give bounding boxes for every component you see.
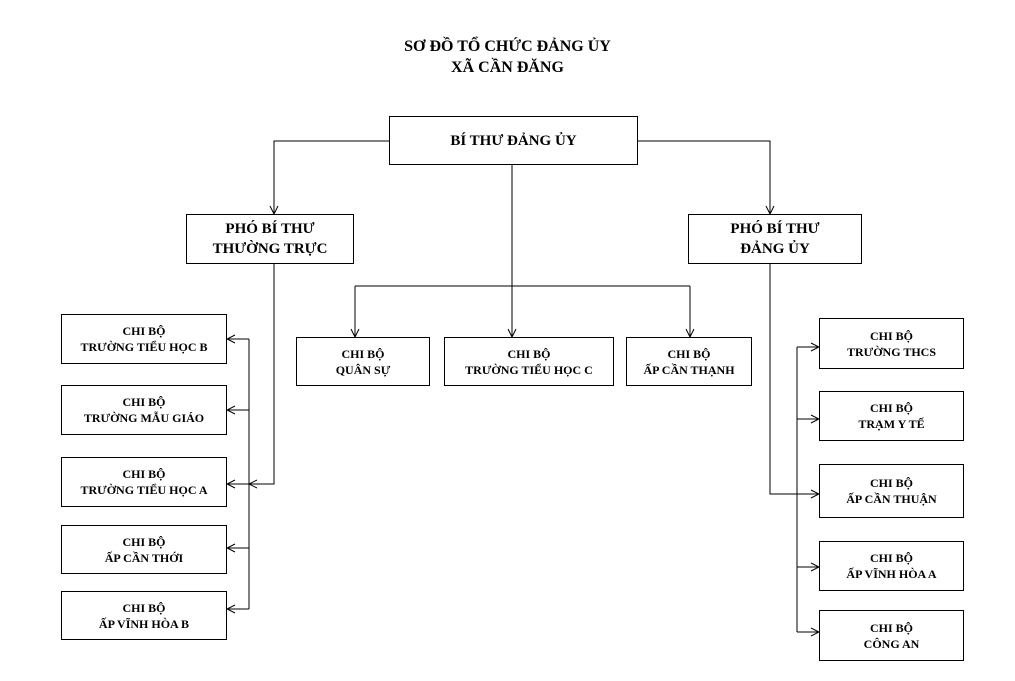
branch-line2: TRƯỜNG TIỂU HỌC B bbox=[80, 340, 208, 354]
box-branch-truong-thcs: CHI BỘ TRƯỜNG THCS bbox=[819, 318, 964, 369]
branch-line2: TRẠM Y TẾ bbox=[858, 417, 925, 431]
branch-line2: TRƯỜNG TIỂU HỌC C bbox=[465, 362, 593, 377]
chart-title: SƠ ĐỒ TỔ CHỨC ĐẢNG ỦY XÃ CẦN ĐĂNG bbox=[0, 36, 1015, 78]
box-deputy-party-line2: ĐẢNG ỦY bbox=[740, 241, 810, 257]
box-deputy-standing-line1: PHÓ BÍ THƯ bbox=[225, 221, 315, 237]
branch-line2: ẤP CẦN THẠNH bbox=[643, 362, 735, 377]
branch-line2: ẤP CẦN THỚI bbox=[104, 550, 184, 565]
branch-line1: CHI BỘ bbox=[869, 476, 913, 490]
box-deputy-party: PHÓ BÍ THƯ ĐẢNG ỦY bbox=[688, 214, 862, 264]
branch-line2: TRƯỜNG TIỂU HỌC A bbox=[80, 483, 208, 497]
box-deputy-standing: PHÓ BÍ THƯ THƯỜNG TRỰC bbox=[186, 214, 354, 264]
branch-line2: TRƯỜNG MẪU GIÁO bbox=[83, 411, 205, 425]
chart-title-line2: XÃ CẦN ĐĂNG bbox=[451, 59, 564, 76]
line-deputy-party-down bbox=[769, 264, 797, 495]
branch-line2: ẤP VĨNH HÒA A bbox=[846, 567, 937, 581]
box-branch-cong-an: CHI BỘ CÔNG AN bbox=[819, 610, 964, 661]
line-secretary-deputy-party bbox=[637, 140, 770, 214]
branch-line2: QUÂN SỰ bbox=[335, 362, 391, 377]
branch-line1: CHI BỘ bbox=[869, 401, 913, 415]
box-branch-ap-can-thuan: CHI BỘ ẤP CẦN THUẬN bbox=[819, 464, 964, 518]
box-branch-truong-tieu-hoc-c: CHI BỘ TRƯỜNG TIỂU HỌC C bbox=[444, 337, 614, 386]
box-secretary-label: BÍ THƯ ĐẢNG ỦY bbox=[450, 132, 577, 149]
branch-line1: CHI BỘ bbox=[122, 324, 166, 338]
branch-line1: CHI BỘ bbox=[122, 600, 166, 615]
box-secretary: BÍ THƯ ĐẢNG ỦY bbox=[389, 116, 638, 165]
box-branch-ap-can-thoi: CHI BỘ ẤP CẦN THỚI bbox=[61, 525, 227, 574]
box-branch-truong-tieu-hoc-a: CHI BỘ TRƯỜNG TIỂU HỌC A bbox=[61, 457, 227, 507]
branch-line1: CHI BỘ bbox=[869, 551, 913, 565]
branch-line2: ẤP CẦN THUẬN bbox=[846, 492, 937, 506]
chart-title-line1: SƠ ĐỒ TỔ CHỨC ĐẢNG ỦY bbox=[404, 38, 611, 55]
box-branch-ap-vinh-hoa-b: CHI BỘ ẤP VĨNH HÒA B bbox=[61, 591, 227, 640]
branch-line1: CHI BỘ bbox=[507, 346, 551, 361]
branch-line1: CHI BỘ bbox=[122, 467, 166, 481]
branch-line1: CHI BỘ bbox=[869, 328, 913, 343]
branch-line2: ẤP VĨNH HÒA B bbox=[98, 616, 190, 631]
box-branch-truong-mau-giao: CHI BỘ TRƯỜNG MẪU GIÁO bbox=[61, 385, 227, 435]
box-deputy-standing-line2: THƯỜNG TRỰC bbox=[212, 241, 328, 257]
branch-line1: CHI BỘ bbox=[122, 395, 166, 409]
box-branch-ap-vinh-hoa-a: CHI BỘ ẤP VĨNH HÒA A bbox=[819, 541, 964, 591]
branch-line1: CHI BỘ bbox=[667, 346, 711, 361]
box-branch-truong-tieu-hoc-b: CHI BỘ TRƯỜNG TIỂU HỌC B bbox=[61, 314, 227, 364]
box-branch-quan-su: CHI BỘ QUÂN SỰ bbox=[296, 337, 430, 386]
branch-line1: CHI BỘ bbox=[869, 620, 913, 635]
branch-line1: CHI BỘ bbox=[122, 534, 166, 549]
branch-line2: CÔNG AN bbox=[863, 636, 920, 651]
line-deputy-standing-down bbox=[249, 264, 275, 484]
branch-line2: TRƯỜNG THCS bbox=[846, 344, 936, 359]
box-deputy-party-line1: PHÓ BÍ THƯ bbox=[730, 221, 820, 237]
box-branch-ap-can-thanh: CHI BỘ ẤP CẦN THẠNH bbox=[626, 337, 752, 386]
branch-line1: CHI BỘ bbox=[341, 346, 385, 361]
line-secretary-deputy-standing bbox=[274, 140, 389, 214]
box-branch-tram-y-te: CHI BỘ TRẠM Y TẾ bbox=[819, 391, 964, 441]
